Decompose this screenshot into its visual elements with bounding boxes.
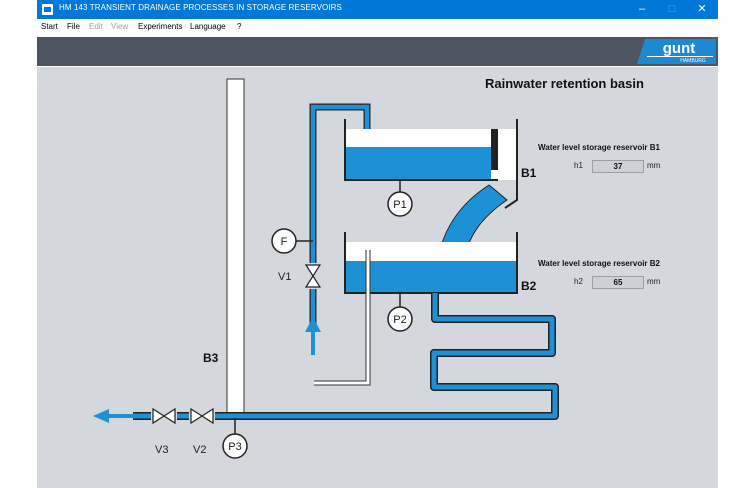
label-v1: V1: [278, 271, 291, 283]
label-v2: V2: [193, 444, 206, 456]
app-window: HM 143 TRANSIENT DRAINAGE PROCESSES IN S…: [37, 0, 718, 488]
pressure-sensor-p3[interactable]: [222, 433, 248, 459]
logo-subtext: HAMBURG: [680, 58, 706, 64]
menu-experiments[interactable]: Experiments: [138, 22, 183, 31]
menu-edit: Edit: [89, 22, 103, 31]
label-b3: B3: [203, 351, 219, 365]
valve-v1[interactable]: [304, 263, 322, 289]
title-bar: HM 143 TRANSIENT DRAINAGE PROCESSES IN S…: [37, 0, 718, 19]
pressure-sensor-p1[interactable]: [387, 191, 413, 217]
label-p2: P2: [393, 314, 406, 326]
gunt-logo: gunt HAMBURG: [637, 39, 716, 64]
label-b2: B2: [521, 279, 537, 293]
menu-view: View: [111, 22, 129, 31]
pressure-sensor-p2[interactable]: [387, 306, 413, 332]
b2-dip-tube: [314, 250, 370, 385]
tank-b1-water: [345, 147, 491, 180]
inlet-arrow-icon: [305, 317, 321, 332]
readout-b1-label: h1: [574, 161, 583, 170]
inlet-pipe: [310, 104, 370, 329]
label-b1: B1: [521, 166, 537, 180]
readout-b1-unit: mm: [647, 161, 661, 170]
diagram-heading: Rainwater retention basin: [485, 76, 644, 91]
readout-b2-unit: mm: [647, 277, 661, 286]
valve-v3[interactable]: [151, 407, 177, 425]
tank-b1-weir: [491, 129, 498, 170]
logo-text: gunt: [663, 40, 695, 57]
valve-v2[interactable]: [189, 407, 215, 425]
window-title: HM 143 TRANSIENT DRAINAGE PROCESSES IN S…: [59, 3, 342, 12]
menu-help[interactable]: ?: [237, 22, 242, 31]
process-diagram: F P1 P2 P3 B1 B2 B3 V1 V2 V3: [93, 78, 559, 459]
menu-bar: Start File Edit View Experiments Languag…: [37, 19, 718, 34]
b3-standpipe: [226, 78, 245, 419]
close-button[interactable]: ✕: [697, 3, 707, 15]
toolbar: [37, 37, 718, 66]
process-diagram-panel: Rainwater retention basin Water level st…: [37, 67, 718, 488]
readout-b1-title: Water level storage reservoir B1: [538, 143, 660, 152]
label-v3: V3: [155, 444, 168, 456]
maximize-button[interactable]: □: [668, 3, 676, 15]
minimize-button[interactable]: –: [638, 3, 646, 15]
readout-b1-value: 37: [592, 160, 644, 173]
readout-b2-label: h2: [574, 277, 583, 286]
menu-start[interactable]: Start: [41, 22, 58, 31]
readout-b2-title: Water level storage reservoir B2: [538, 259, 660, 268]
readout-b2-value: 65: [592, 276, 644, 289]
tank-b2-water: [345, 261, 517, 293]
menu-language[interactable]: Language: [190, 22, 226, 31]
outlet-coil-pipe: [242, 293, 558, 419]
label-f: F: [281, 236, 288, 248]
app-icon: [42, 4, 53, 15]
menu-file[interactable]: File: [67, 22, 80, 31]
flow-meter-f[interactable]: [271, 228, 297, 254]
label-p1: P1: [393, 199, 406, 211]
drain-arrow-icon: [93, 409, 109, 423]
label-p3: P3: [228, 441, 241, 453]
